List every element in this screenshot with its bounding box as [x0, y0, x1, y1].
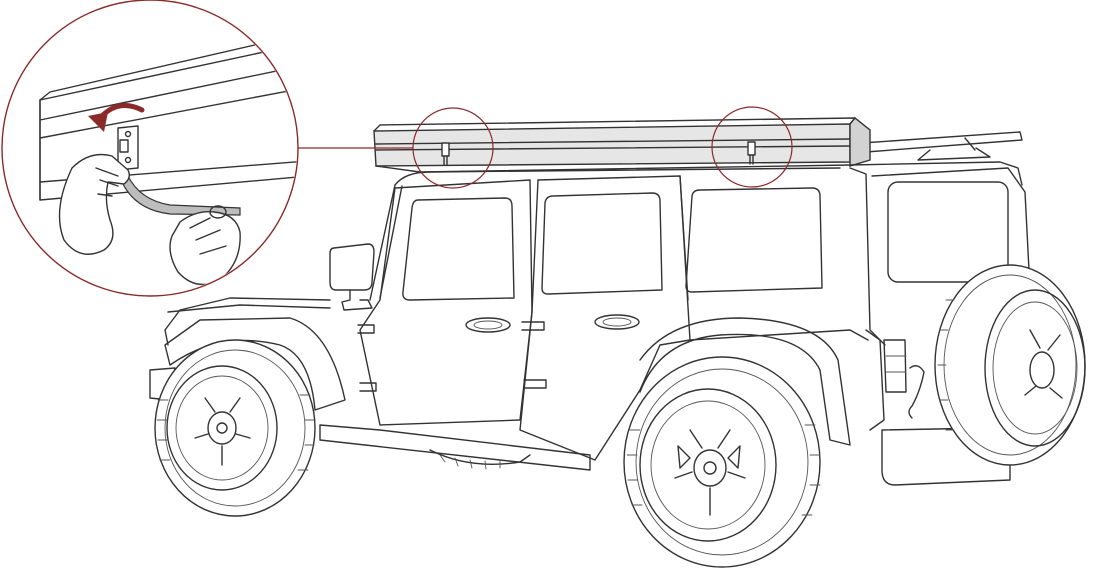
callout [1, 0, 793, 297]
rear-fender [639, 317, 851, 446]
hardtop [375, 161, 1023, 186]
rear-door-handle [594, 314, 640, 330]
rear-side-window [887, 181, 1009, 283]
awning-bar [373, 117, 871, 167]
detail-inset [39, 29, 297, 286]
hand-left [58, 153, 131, 255]
far-wheel [429, 449, 531, 470]
front-window [402, 197, 515, 301]
spare-wheel [934, 264, 1086, 466]
front-tire [154, 339, 316, 517]
rear-wheel [623, 356, 821, 568]
vehicle [149, 161, 1031, 486]
hood [164, 297, 331, 346]
hand-right [169, 211, 241, 286]
rear-door-window [541, 192, 663, 295]
bracket-left [441, 142, 450, 157]
tail-light [883, 339, 907, 393]
front-door-handle [465, 317, 511, 333]
bracket-right [747, 141, 756, 156]
rear-tire [623, 356, 821, 568]
middle-window [685, 187, 823, 293]
rear-quarter [849, 167, 886, 346]
front-wheel [154, 339, 316, 517]
front-door [359, 179, 533, 426]
strap [121, 174, 241, 216]
callout-marker-right [711, 106, 793, 188]
roof-rack [861, 131, 1023, 161]
arrow-head [88, 112, 108, 132]
awning-endcap [849, 117, 871, 167]
side-step [319, 424, 591, 471]
side-mirror [329, 243, 375, 291]
